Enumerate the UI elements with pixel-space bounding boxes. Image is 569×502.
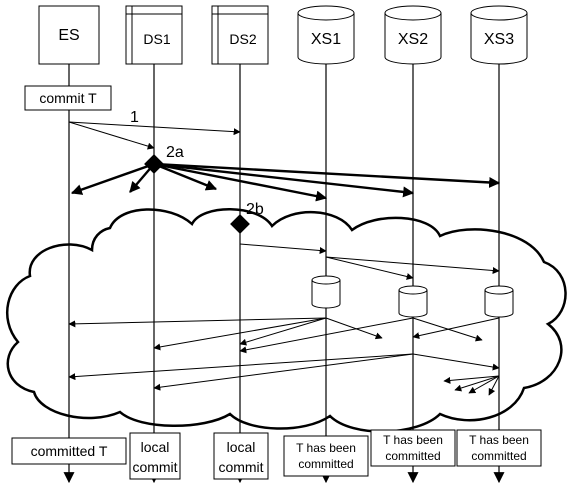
commit-note-label: commit T: [39, 90, 97, 106]
participant-es-label: ES: [58, 27, 79, 44]
participant-ds1: DS1: [125, 5, 183, 65]
step-2a-diamond: [144, 154, 164, 174]
step-2a-messages: [70, 162, 501, 202]
async-cloud: [5, 208, 567, 433]
es-result-label: committed T: [31, 443, 108, 459]
xs2-result-line-1: T has been: [383, 433, 443, 447]
propagation-messages: [68, 256, 500, 396]
xs3-result-note: T has been committed: [456, 429, 542, 467]
participant-xs1-label: XS1: [311, 31, 341, 48]
participant-ds2-label: DS2: [229, 31, 256, 47]
xs3-result-line-1: T has been: [469, 433, 529, 447]
es-result-note: committed T: [11, 437, 127, 465]
ds1-result-line-2: commit: [132, 459, 177, 475]
step-2b-diamond: [230, 214, 250, 234]
step-1-label: 1: [130, 109, 139, 126]
commit-note: commit T: [24, 85, 112, 111]
xs3-result-line-2: committed: [471, 449, 526, 463]
xs1-database-icon: [311, 275, 341, 309]
step-2a-label: 2a: [166, 144, 184, 161]
participant-es: ES: [38, 5, 100, 65]
xs3-database-icon: [484, 285, 514, 318]
step-2b-messages: [239, 243, 327, 254]
step-1-messages: [68, 121, 241, 150]
participant-xs1: XS1: [297, 5, 355, 65]
participant-ds1-label: DS1: [143, 31, 170, 47]
participant-xs3-label: XS3: [484, 31, 514, 48]
xs2-database-icon: [398, 285, 428, 318]
participant-xs3: XS3: [470, 5, 528, 65]
xs1-result-line-2: committed: [298, 457, 353, 471]
ds1-result-line-1: local: [141, 439, 170, 455]
ds2-result-note: local commit: [213, 432, 269, 480]
xs1-result-line-1: T has been: [296, 441, 356, 455]
ds2-result-line-2: commit: [218, 459, 263, 475]
participant-xs2: XS2: [384, 5, 442, 65]
ds1-result-note: local commit: [129, 432, 181, 480]
ds2-result-line-1: local: [227, 439, 256, 455]
participant-xs2-label: XS2: [398, 31, 428, 48]
participant-ds2: DS2: [211, 5, 269, 65]
xs1-result-note: T has been committed: [283, 435, 369, 477]
xs2-result-note: T has been committed: [370, 429, 456, 467]
xs2-result-line-2: committed: [385, 449, 440, 463]
step-2b-label: 2b: [246, 201, 264, 218]
